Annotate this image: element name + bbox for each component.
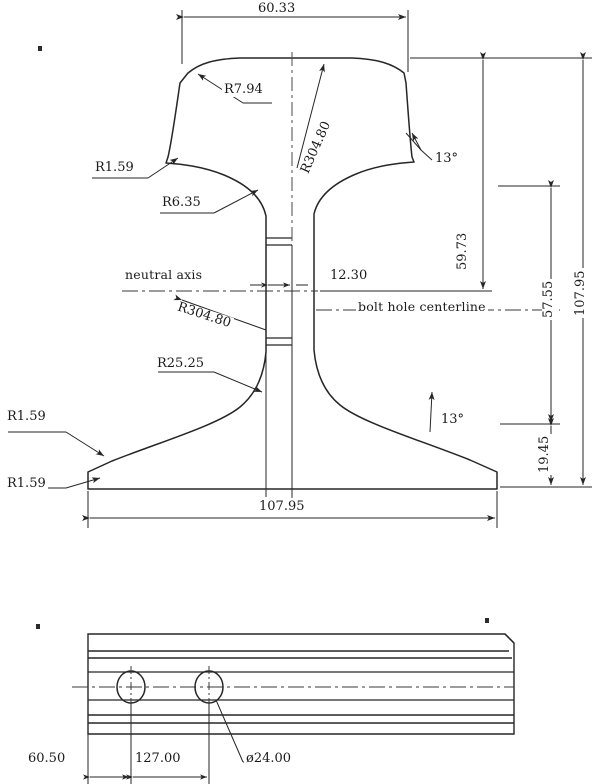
note-bolt-hole-centerline: bolt hole centerline xyxy=(356,299,488,314)
leader-fillet-base-upper xyxy=(8,431,105,457)
dim-label-fillet-upper-left: R1.59 xyxy=(93,160,136,175)
dim-label-angle-lower: 13° xyxy=(439,412,467,427)
dim-label-height-bolt-centerline: 57.55 xyxy=(541,278,556,320)
dim-label-fillet-base-lower: R1.59 xyxy=(5,476,48,491)
dim-label-end-distance: 60.50 xyxy=(26,751,68,766)
dim-label-hole-spacing: 127.00 xyxy=(133,751,183,766)
leader-head-radius xyxy=(197,73,272,104)
web-thickness-ticks xyxy=(266,237,292,346)
dim-label-head-radius: R7.94 xyxy=(222,82,265,97)
leader-fillet-web-lower xyxy=(158,371,263,393)
dim-label-web-thickness: 12.30 xyxy=(328,268,370,283)
view-marker-plan-right xyxy=(485,618,489,623)
leader-angle-upper xyxy=(405,132,433,161)
leader-fillet-upper-left xyxy=(92,157,179,179)
dim-web-thickness xyxy=(250,245,308,497)
rail-profile-outline xyxy=(87,57,498,490)
leader-fillet-web-upper xyxy=(160,189,259,214)
dim-label-base-width: 107.95 xyxy=(257,499,307,514)
dim-label-head-width: 60.33 xyxy=(256,1,298,16)
dim-label-height-neutral-axis: 59.73 xyxy=(455,230,470,272)
dim-label-fillet-web-lower: R25.25 xyxy=(155,356,207,371)
dim-label-hole-diameter: ø24.00 xyxy=(244,751,294,766)
dim-head-width xyxy=(176,10,409,72)
leader-head-crown-radius xyxy=(296,63,325,169)
view-marker-section xyxy=(38,46,42,51)
view-marker-plan xyxy=(36,624,40,629)
dim-label-base-flange-thickness: 19.45 xyxy=(537,433,552,475)
plan-view-web-lines xyxy=(88,671,514,701)
dim-label-fillet-base-upper: R1.59 xyxy=(5,409,48,424)
dim-label-overall-height: 107.95 xyxy=(573,268,588,318)
dim-label-fillet-web-upper: R6.35 xyxy=(160,195,203,210)
note-neutral-axis: neutral axis xyxy=(123,267,205,282)
dim-label-angle-upper: 13° xyxy=(433,151,461,166)
dim-overall-height xyxy=(410,52,592,488)
leader-angle-lower xyxy=(428,391,435,433)
plan-view-outline xyxy=(87,633,515,735)
dim-base-width xyxy=(82,491,498,528)
